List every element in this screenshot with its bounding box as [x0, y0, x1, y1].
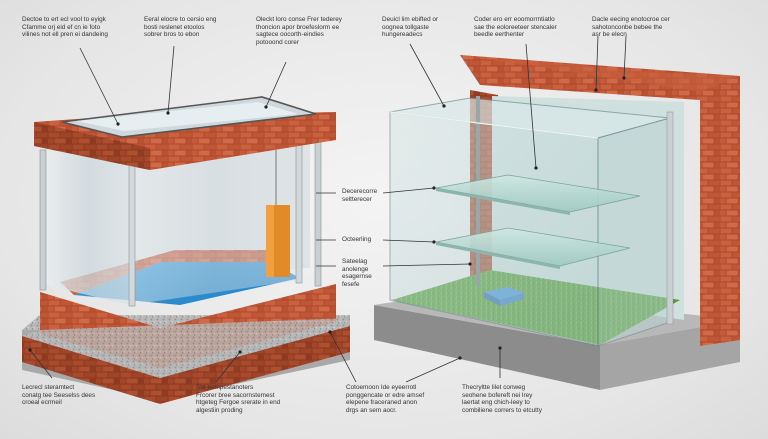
label-top-glass-lid: Dectoe to ert ecl vool to eyigk Cfamme o… — [22, 16, 108, 39]
label-bottom-base: Lecrecl steramtect conatg tee Seeselss d… — [22, 384, 96, 407]
label-middle-1: Decerecorre seltterecer — [342, 188, 378, 203]
label-middle-3: Sateelag anolenge esagernse fesefe — [342, 258, 372, 288]
label-bottom-grass: Thecryltte lilet conweg seohene bofereft… — [462, 384, 542, 414]
label-bottom-concrete: Cotoemoon Ide eyeerrotl ponggencate or e… — [346, 384, 425, 414]
label-top-shelves: Coder ero err eoomorrntiatlo sae the eol… — [474, 16, 557, 39]
label-middle-2: Octeerling — [342, 236, 372, 243]
leader-dots — [28, 76, 626, 360]
label-top-glass-cover: Deuicl lim ebifted or oognea tollgaste h… — [382, 16, 439, 39]
leader-lines — [29, 35, 627, 383]
label-top-rim: Oleckt loro conse Frer tederey thoncion … — [256, 16, 342, 46]
left-window-well — [22, 96, 350, 404]
right-window-well — [374, 55, 740, 390]
label-top-frame: Eeral elocre to cersio eng bosti reslene… — [144, 16, 217, 39]
label-top-brick-wall: Dacle eecing enotocroe cer sahotonconbe … — [592, 16, 670, 39]
label-bottom-brick: Ste eempestanoters Frcorer bree sacornst… — [196, 384, 281, 414]
